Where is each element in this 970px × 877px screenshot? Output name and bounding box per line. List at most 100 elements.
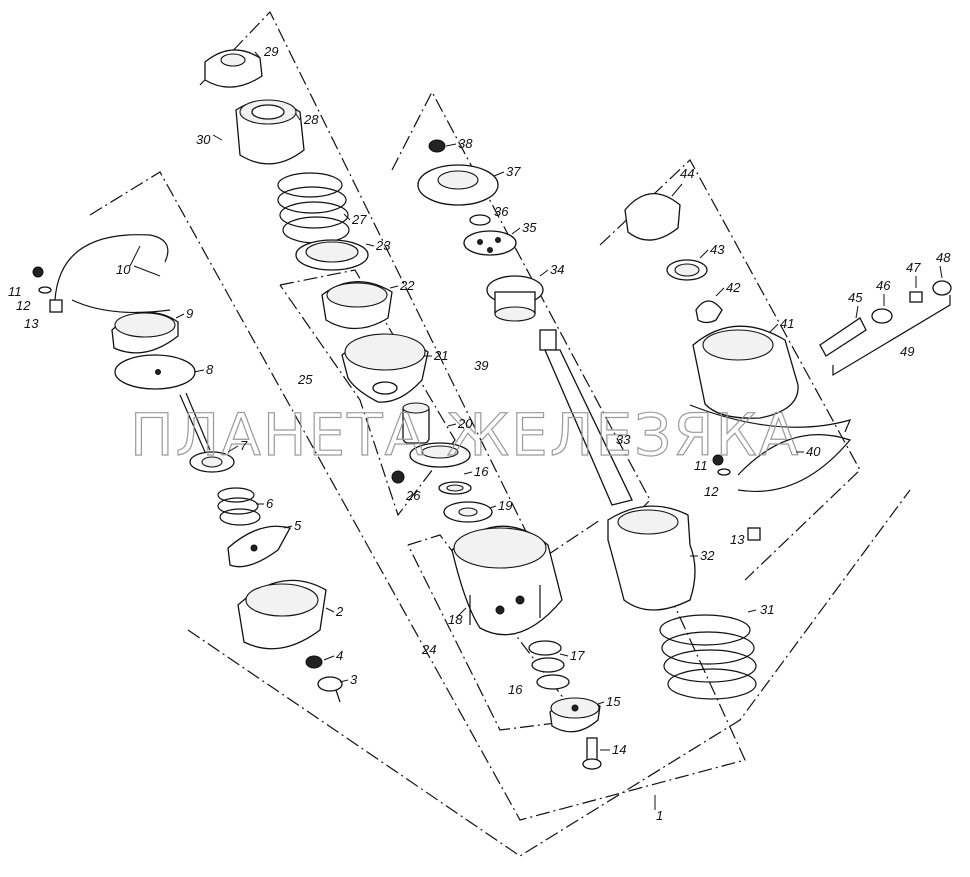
callout-13-right: 13 [730,532,745,547]
callout-21: 21 [433,348,448,363]
callout-16-lower: 16 [508,682,523,697]
callout-13-left: 13 [24,316,39,331]
part-41-housing [692,325,799,419]
part-26-ball [391,470,405,484]
callout-19: 19 [498,498,512,513]
callout-43: 43 [710,242,725,257]
assembly-outline-25 [279,269,456,517]
part-28-sleeve [235,99,305,165]
callout-42: 42 [726,280,741,295]
callout-31: 31 [760,602,774,617]
callout-27: 27 [351,212,367,227]
part-36-ring [469,214,491,226]
part-37-disc [417,164,499,206]
part-4-nut [305,655,323,669]
part-32-sleeve [607,505,696,611]
part-21-cone [341,333,429,403]
part-35-disc [463,230,517,256]
callout-10: 10 [116,262,131,277]
part-38-nut [428,139,446,153]
part-40-clamp [689,404,852,492]
callout-15: 15 [606,694,621,709]
part-6-spring [217,487,261,526]
part-27-spring [277,172,350,244]
callout-38: 38 [458,136,473,151]
assembly-outline-49 [832,295,951,377]
callout-35: 35 [522,220,537,235]
callout-44: 44 [680,166,694,181]
part-8-stem [179,392,211,453]
part-33-rod [539,329,633,506]
callout-39: 39 [474,358,488,373]
part-45-shaft [819,317,867,357]
part-3-fitting [317,676,343,703]
watermark-text: ПЛАНЕТА ЖЕЛЕЗЯКА [130,401,800,469]
callout-40: 40 [806,444,821,459]
part-20-piston [402,402,471,468]
callout-33: 33 [616,432,631,447]
part-18-housing [451,525,563,636]
callout-6: 6 [266,496,274,511]
part-10-clamp [54,234,171,314]
part-48-cap [932,280,952,296]
callout-28: 28 [303,112,319,127]
callout-1: 1 [656,808,663,823]
callout-34: 34 [550,262,564,277]
callout-14: 14 [612,742,626,757]
callout-7: 7 [240,438,248,453]
part-47-screw [909,291,923,303]
callout-18: 18 [448,612,463,627]
callout-16-upper: 16 [474,464,489,479]
callout-9: 9 [186,306,193,321]
callout-48: 48 [936,250,951,265]
assembly-outline-1 [89,171,911,857]
callout-24: 24 [421,642,436,657]
part-31-spring [659,614,757,700]
callout-46: 46 [876,278,891,293]
callout-11-right: 11 [694,458,708,473]
callout-20: 20 [457,416,473,431]
callout-22: 22 [399,278,415,293]
assembly-outline-30 [199,10,601,561]
part-23-ring [295,239,369,271]
part-7-nut [189,451,235,473]
callout-36: 36 [494,204,509,219]
callout-29: 29 [263,44,278,59]
part-13-bolt-left [49,299,63,313]
callout-17: 17 [570,648,585,663]
part-14-bolt [582,737,602,770]
part-22-cup [321,281,393,330]
callout-37: 37 [506,164,521,179]
callout-3: 3 [350,672,358,687]
callout-8: 8 [206,362,214,377]
part-11-nut-left [32,266,44,278]
callout-5: 5 [294,518,302,533]
callout-45: 45 [848,290,863,305]
part-16-ring-upper [438,481,472,495]
callout-30: 30 [196,132,211,147]
callout-2: 2 [335,604,344,619]
callout-49: 49 [900,344,914,359]
part-42-cone [695,300,723,324]
part-13-bolt-right [747,527,761,541]
callout-11-left: 11 [8,284,22,299]
callout-41: 41 [780,316,794,331]
part-12-washer-left [38,286,52,294]
callout-12-right: 12 [704,484,719,499]
part-15-cap [549,697,601,733]
leader-lines [129,51,943,751]
part-43-ring [666,259,708,281]
part-34-valve [486,275,544,322]
part-11-nut-right [712,454,724,466]
callout-47: 47 [906,260,921,275]
part-2-body [237,579,327,650]
callout-23: 23 [375,238,391,253]
part-29-cap [204,49,263,88]
part-17-nut [528,640,570,690]
callout-26: 26 [405,488,421,503]
part-5-plate [227,525,291,568]
part-12-washer-right [717,468,731,476]
callout-12-left: 12 [16,298,31,313]
callout-4: 4 [336,648,343,663]
